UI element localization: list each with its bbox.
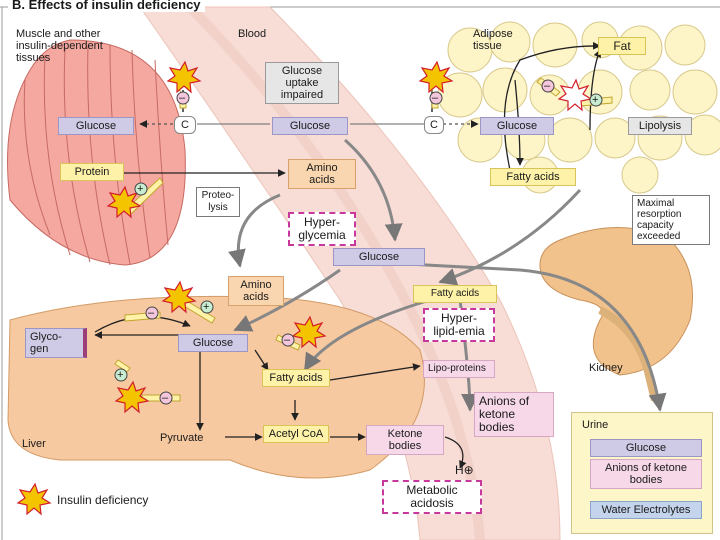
plus-sign: + [137, 183, 144, 195]
metabolic-acidosis-box: Metabolic acidosis [382, 480, 482, 514]
insulin-stars [16, 60, 454, 516]
carrier-c-adipose: C [424, 116, 444, 134]
maximal-resorption-callout: Maximal resorption capacity exceeded [632, 195, 710, 245]
blood-label: Blood [238, 28, 267, 40]
hyperlipidemia-box: Hyper-lipid-emia [423, 308, 495, 342]
plus-sign: + [203, 301, 210, 313]
plus-circle [114, 368, 128, 382]
lipolysis-star [557, 78, 593, 112]
glucose-blood-box: Glucose [272, 117, 348, 135]
minus-circle [159, 391, 173, 405]
urine-glucose-box: Glucose [590, 439, 702, 457]
h-plus-label: H⊕ [455, 463, 474, 477]
plus-sign: + [117, 369, 124, 381]
minus-sign: – [148, 307, 155, 319]
carrier-c-muscle: C [174, 116, 196, 134]
urine-water-box: Water Electrolytes [590, 501, 702, 519]
lipolysis-box: Lipolysis [628, 117, 692, 135]
minus-sign: – [432, 92, 439, 104]
minus-sign: – [162, 392, 169, 404]
minus-sign: – [544, 80, 551, 92]
liver-label: Liver [22, 438, 46, 450]
glucose-adipose-box: Glucose [480, 117, 554, 135]
fatty-acids-liver-box: Fatty acids [262, 369, 330, 387]
minus-circle [176, 91, 190, 105]
glucose-uptake-box: Glucose uptake impaired [265, 62, 339, 104]
anions-ketone-box: Anions of ketone bodies [474, 392, 554, 437]
kidney-label: Kidney [589, 362, 623, 374]
plus-sign: + [592, 94, 599, 106]
acetyl-coa-box: Acetyl CoA [263, 425, 329, 443]
liver-shape [7, 295, 425, 479]
legend-insulin-deficiency: Insulin deficiency [57, 493, 149, 507]
muscle-label: Muscle and other insulin-dependent tissu… [16, 28, 103, 64]
amino-acids-liver-box: Amino acids [228, 276, 284, 306]
ketone-bodies-box: Ketone bodies [366, 425, 444, 455]
minus-circle [429, 91, 443, 105]
urine-anions-box: Anions of ketone bodies [590, 459, 702, 489]
fatty-acids-small-box: Fatty acids [413, 285, 497, 303]
glucose-liver-box: Glucose [178, 334, 248, 352]
urine-panel: Urine Glucose Anions of ketone bodies Wa… [571, 412, 713, 534]
lipoproteins-box: Lipo-proteins [423, 360, 495, 378]
minus-circle [145, 306, 159, 320]
fatty-acids-adipose-box: Fatty acids [490, 168, 576, 186]
plus-circle [200, 300, 214, 314]
minus-sign: – [284, 334, 291, 346]
pyruvate-label: Pyruvate [160, 432, 204, 444]
glucose-muscle-box: Glucose [58, 117, 134, 135]
kidney-shape [539, 227, 693, 376]
amino-acids-blood-box: Amino acids [288, 159, 356, 189]
plus-circle [589, 93, 603, 107]
plus-circle [134, 182, 148, 196]
glycogen-box: Glyco-gen [25, 328, 87, 358]
minus-circle [541, 79, 555, 93]
protein-box: Protein [60, 163, 124, 181]
page-title: B. Effects of insulin deficiency [8, 0, 205, 12]
glucose-mid-box: Glucose [333, 248, 425, 266]
muscle-shape [7, 39, 186, 266]
adipose-label: Adipose tissue [473, 28, 513, 52]
urine-label: Urine [582, 419, 609, 431]
fat-box: Fat [598, 37, 646, 55]
minus-sign: – [179, 92, 186, 104]
minus-circle [281, 333, 295, 347]
proteolysis-callout: Proteo-lysis [196, 187, 240, 217]
hyperglycemia-box: Hyper-glycemia [288, 212, 356, 246]
